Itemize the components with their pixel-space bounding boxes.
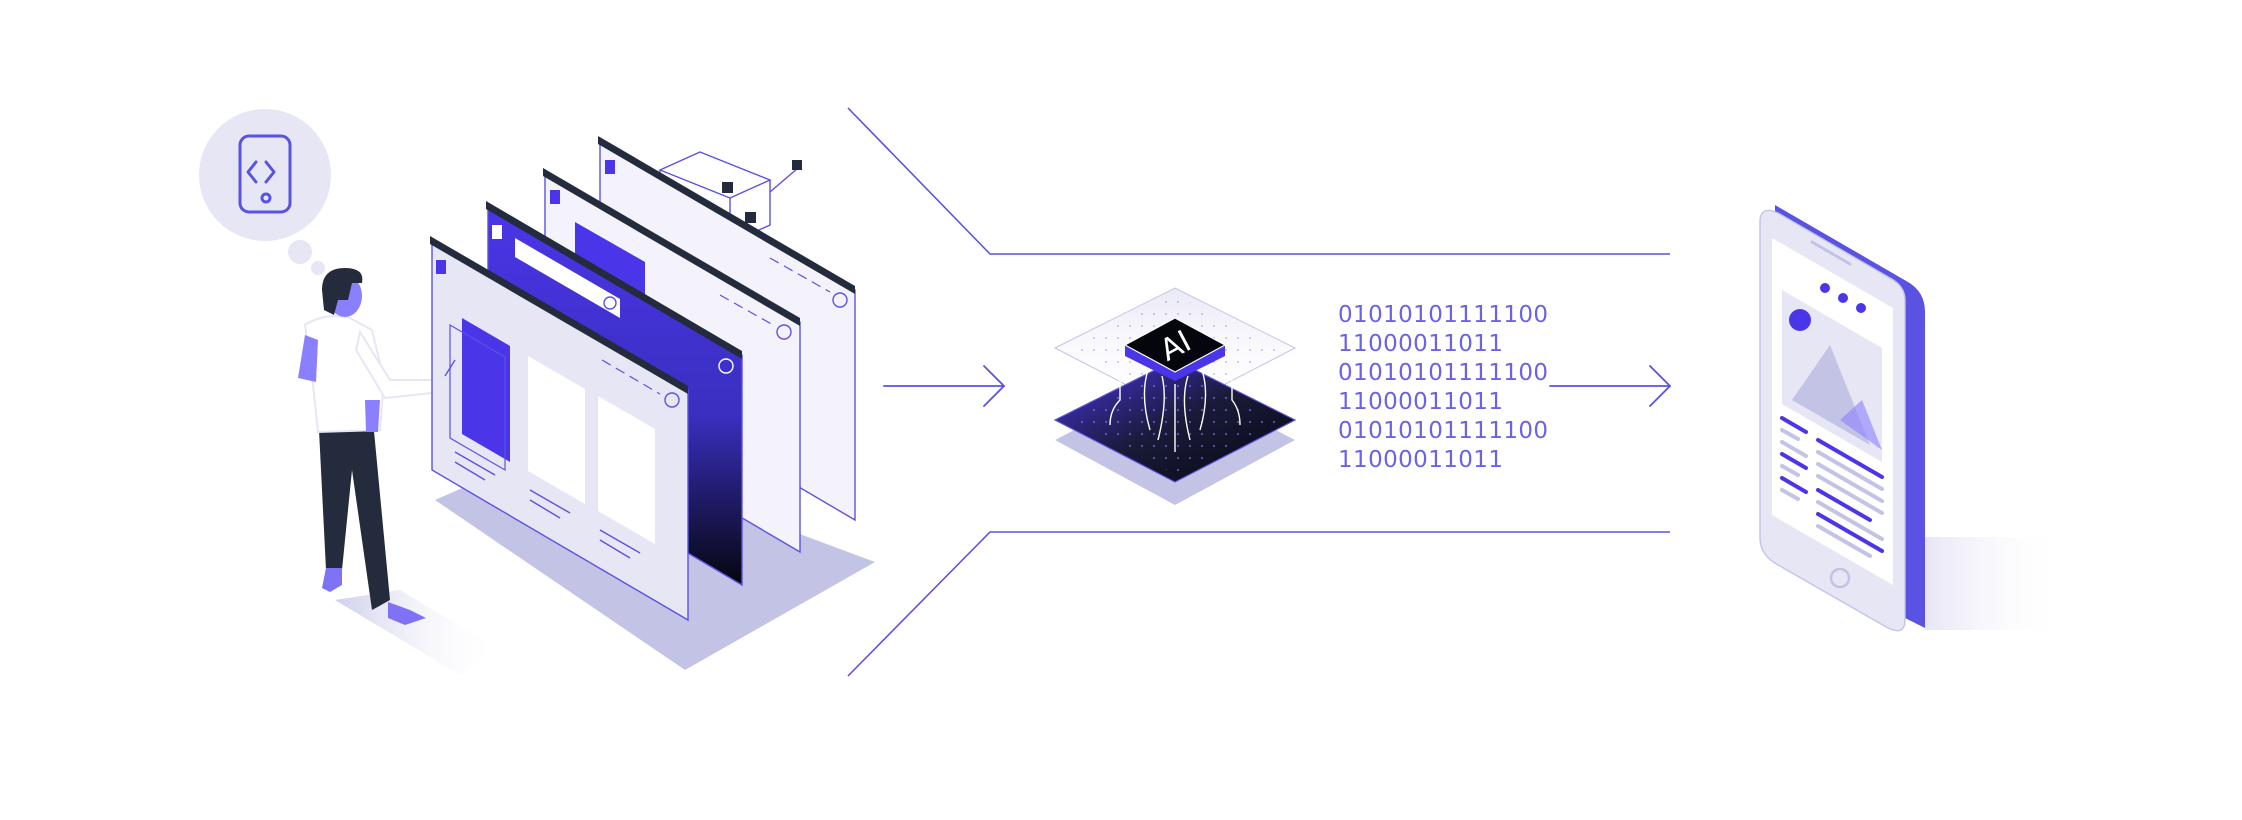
binary-line: 11000011011 xyxy=(1338,447,1503,473)
window-front-card-1 xyxy=(462,318,510,462)
binary-stream: 01010101111100 11000011011 0101010111110… xyxy=(1338,302,1548,473)
thought-bubble-dot-large xyxy=(288,240,312,264)
window-front-card-1-outline xyxy=(449,323,506,472)
tablet-shadow xyxy=(1925,537,2065,630)
cube-node xyxy=(792,160,802,170)
tablet-home-button xyxy=(1829,567,1851,589)
thought-bubble-main xyxy=(199,109,331,241)
code-phone-icon xyxy=(238,134,292,214)
binary-line: 01010101111100 xyxy=(1338,360,1548,386)
arrow-right-icon xyxy=(883,365,1005,407)
tablet-edge xyxy=(1775,205,1925,628)
tablet-speaker xyxy=(1810,240,1852,266)
tablet-text-lines xyxy=(1780,416,1884,558)
binary-line: 11000011011 xyxy=(1338,331,1503,357)
window-2-search-bar xyxy=(515,238,620,318)
person-shoe-left xyxy=(322,568,342,592)
flow-line-bottom xyxy=(847,531,1670,677)
tablet-image-sun xyxy=(1789,309,1811,331)
chip-body-side xyxy=(1125,345,1225,381)
person-legs xyxy=(318,410,390,610)
person-shadow xyxy=(335,590,500,675)
cube-connector xyxy=(769,167,799,193)
tablet-image-mountain-small xyxy=(1840,400,1882,450)
cube-node xyxy=(722,182,733,193)
person-hair xyxy=(322,268,363,315)
binary-line: 01010101111100 xyxy=(1338,302,1548,328)
pointer-line xyxy=(444,359,456,377)
person-shoe-right xyxy=(388,602,426,625)
binary-line: 11000011011 xyxy=(1338,389,1503,415)
tablet-icon xyxy=(1759,205,2065,632)
window-front-card-3 xyxy=(598,396,655,544)
flow-line-top xyxy=(847,107,1670,255)
window-front-card-2 xyxy=(528,356,585,504)
arrow-right-icon xyxy=(1549,365,1671,407)
chip-traces xyxy=(1097,369,1256,452)
person-arm-back xyxy=(298,335,318,382)
chip-body-top xyxy=(1123,317,1227,373)
flow-lines xyxy=(847,107,1670,677)
person-hip-shadow xyxy=(365,400,380,432)
window-front xyxy=(430,236,689,622)
window-stack xyxy=(430,136,875,670)
ai-chip-icon: AI xyxy=(1053,287,1297,505)
thought-bubble xyxy=(199,109,331,275)
thought-bubble-dot-small xyxy=(311,261,325,275)
cube-node xyxy=(745,212,756,223)
binary-line: 01010101111100 xyxy=(1338,418,1548,444)
